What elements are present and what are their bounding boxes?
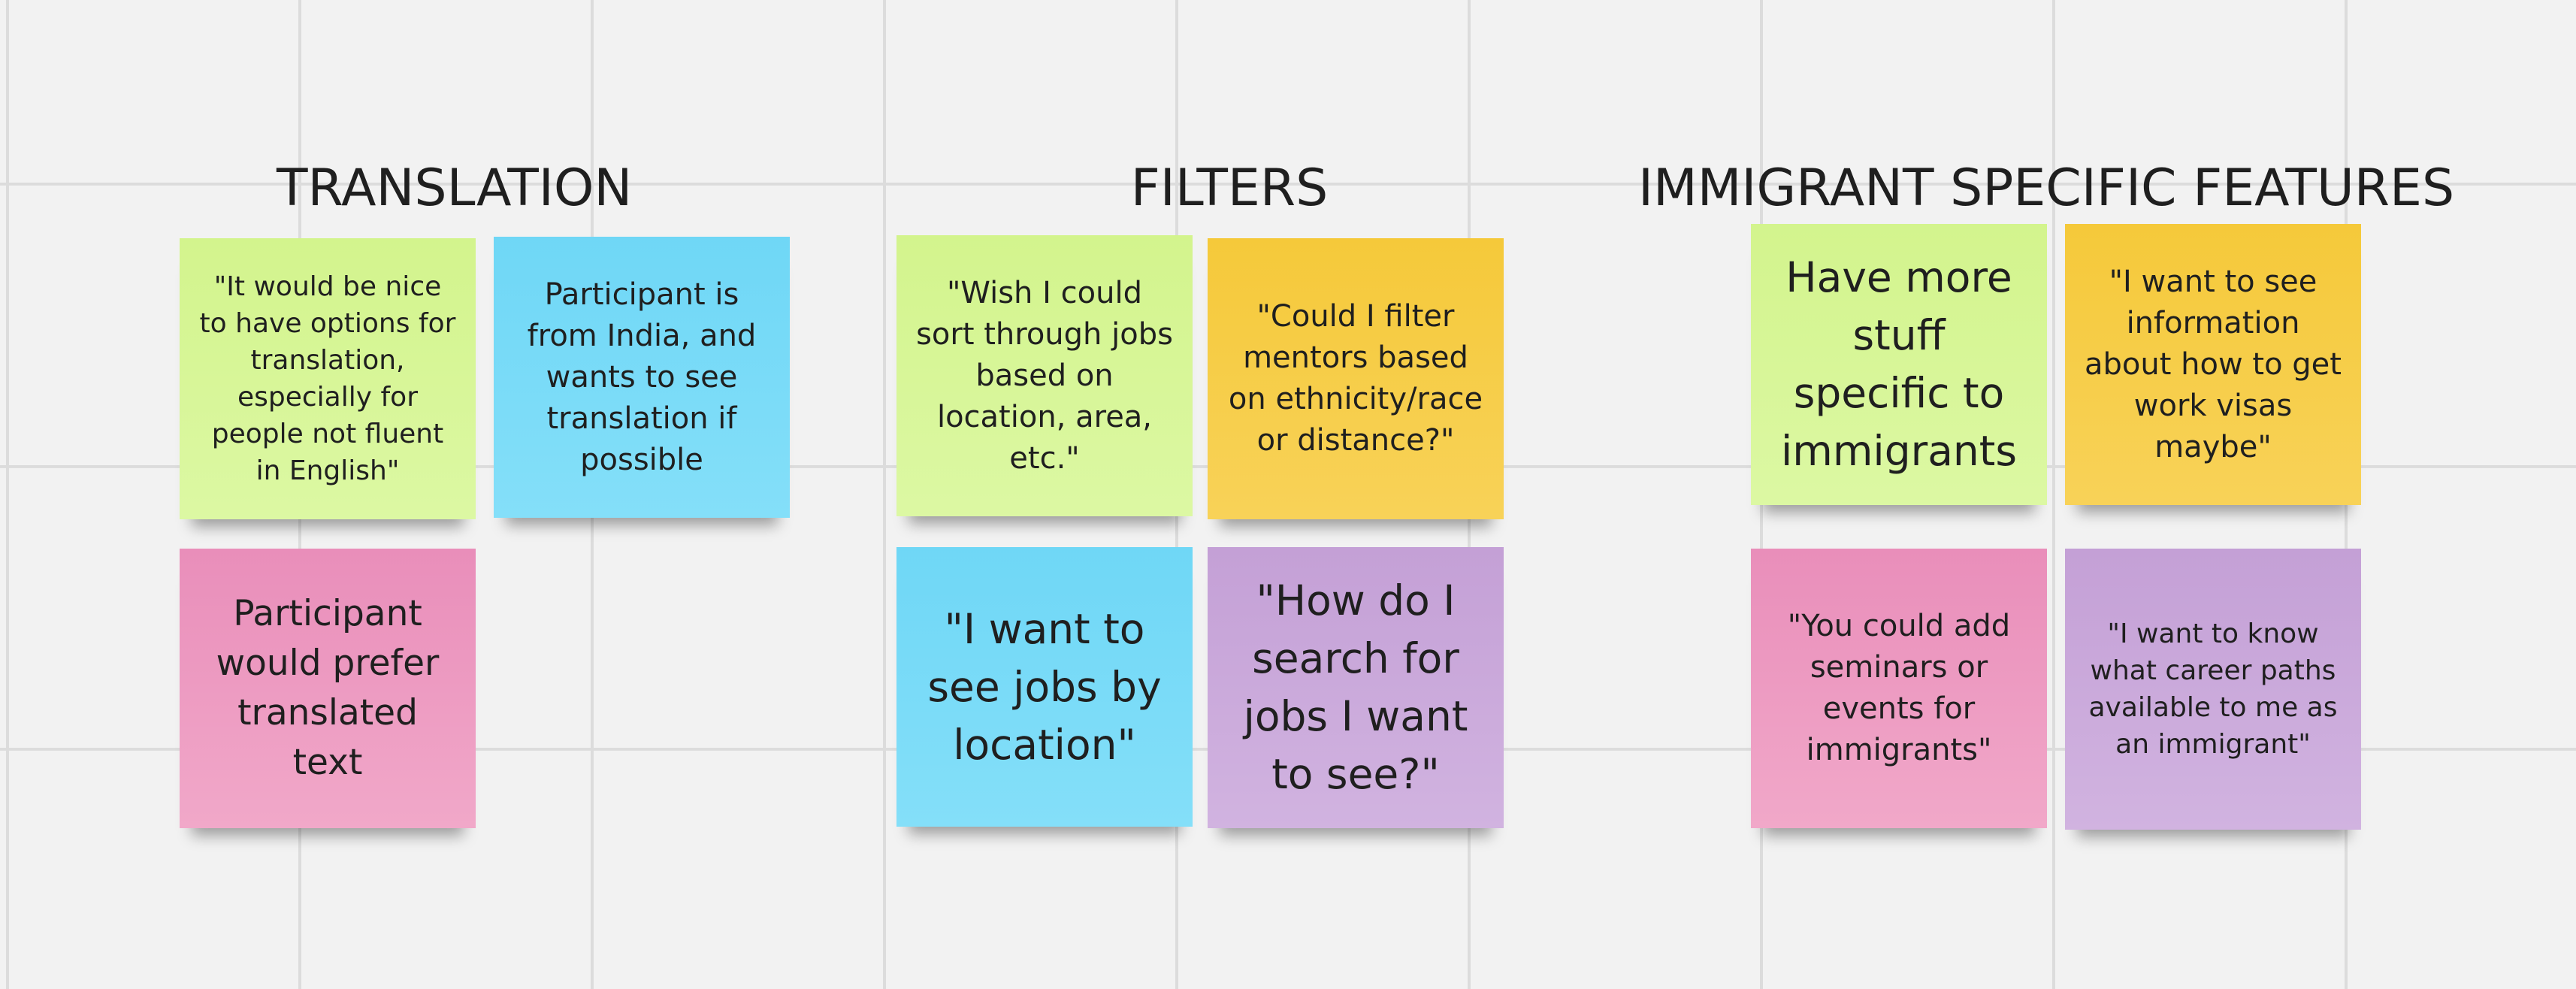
sticky-note[interactable]: Participant would prefer translated text <box>180 549 476 828</box>
sticky-note-text: "I want to see jobs by location" <box>927 604 1162 769</box>
sticky-note[interactable]: "You could add seminars or events for im… <box>1751 549 2047 828</box>
sticky-note-text: "You could add seminars or events for im… <box>1787 609 2011 767</box>
sticky-note-text: "I want to know what career paths availa… <box>2088 619 2338 760</box>
sticky-note[interactable]: "I want to know what career paths availa… <box>2065 549 2361 830</box>
cluster-title-translation[interactable]: TRANSLATION <box>277 159 633 218</box>
sticky-note-text: "It would be nice to have options for tr… <box>199 271 456 486</box>
sticky-note[interactable]: "I want to see jobs by location" <box>896 547 1193 827</box>
sticky-note-text: "Could I filter mentors based on ethnici… <box>1228 299 1483 458</box>
sticky-note[interactable]: "I want to see information about how to … <box>2065 224 2361 505</box>
sticky-note[interactable]: "Could I filter mentors based on ethnici… <box>1208 238 1504 519</box>
sticky-note-text: Participant would prefer translated text <box>216 593 440 783</box>
sticky-note-text: Participant is from India, and wants to … <box>527 277 757 477</box>
cluster-title-filters[interactable]: FILTERS <box>1130 159 1329 218</box>
sticky-note[interactable]: "Wish I could sort through jobs based on… <box>896 235 1193 516</box>
sticky-note-text: "How do I search for jobs I want to see?… <box>1243 576 1468 798</box>
sticky-note-text: Have more stuff specific to immigrants <box>1780 253 2018 475</box>
sticky-note-text: "I want to see information about how to … <box>2085 264 2342 464</box>
sticky-note[interactable]: Participant is from India, and wants to … <box>494 237 790 518</box>
sticky-note[interactable]: Have more stuff specific to immigrants <box>1751 224 2047 505</box>
sticky-note[interactable]: "It would be nice to have options for tr… <box>180 238 476 519</box>
sticky-note[interactable]: "How do I search for jobs I want to see?… <box>1208 547 1504 828</box>
cluster-title-immigrant-specific-features[interactable]: IMMIGRANT SPECIFIC FEATURES <box>1638 159 2455 218</box>
sticky-note-text: "Wish I could sort through jobs based on… <box>916 275 1173 476</box>
